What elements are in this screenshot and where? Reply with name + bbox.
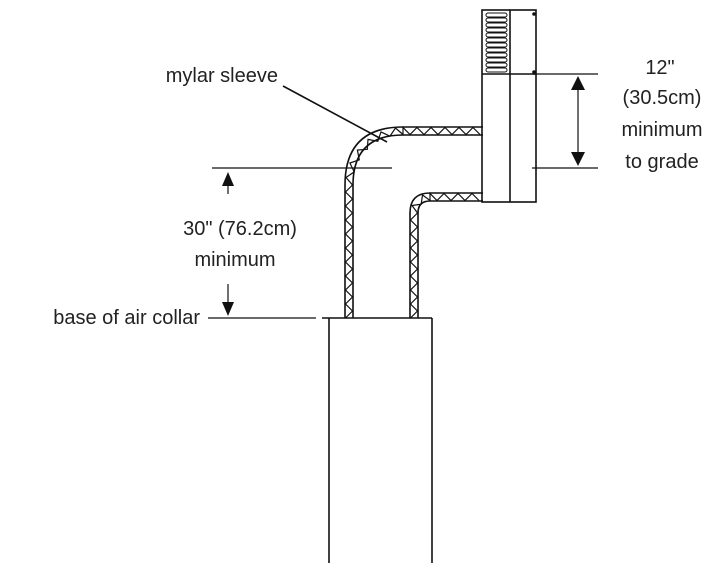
grade-dimension: [532, 73, 598, 169]
vertical-dimension-label-line2: minimum: [194, 249, 275, 271]
grade-dimension-label-line1: 12": [645, 57, 674, 79]
grille-slat: [485, 37, 508, 43]
insulated-duct-outer: [344, 126, 483, 319]
air-handler-unit: [322, 317, 433, 563]
grille-slat: [485, 42, 508, 48]
mylar-sleeve-leader: [282, 85, 388, 143]
grade-dimension-label-line4: to grade: [625, 151, 698, 173]
vertical-dimension-label-line1: 30" (76.2cm): [183, 218, 297, 240]
grille-slat: [485, 27, 508, 33]
grille-slat: [485, 67, 508, 73]
grade-dimension-label-line3: minimum: [621, 119, 702, 141]
grille-slat: [485, 12, 508, 18]
grille-slat: [485, 52, 508, 58]
insulated-duct-inner: [409, 192, 483, 319]
vent-terminal: [481, 9, 537, 203]
grade-dimension-label-line2: (30.5cm): [623, 87, 702, 109]
mylar-sleeve-label: mylar sleeve: [166, 65, 278, 87]
grille-slat: [485, 57, 508, 63]
base-of-air-collar-label: base of air collar: [53, 307, 200, 329]
grille-slat: [485, 62, 508, 68]
vent-grille: [485, 12, 508, 73]
vertical-dimension: [208, 167, 392, 319]
grille-slat: [485, 22, 508, 28]
grille-slat: [485, 17, 508, 23]
grille-slat: [485, 47, 508, 53]
grille-slat: [485, 32, 508, 38]
